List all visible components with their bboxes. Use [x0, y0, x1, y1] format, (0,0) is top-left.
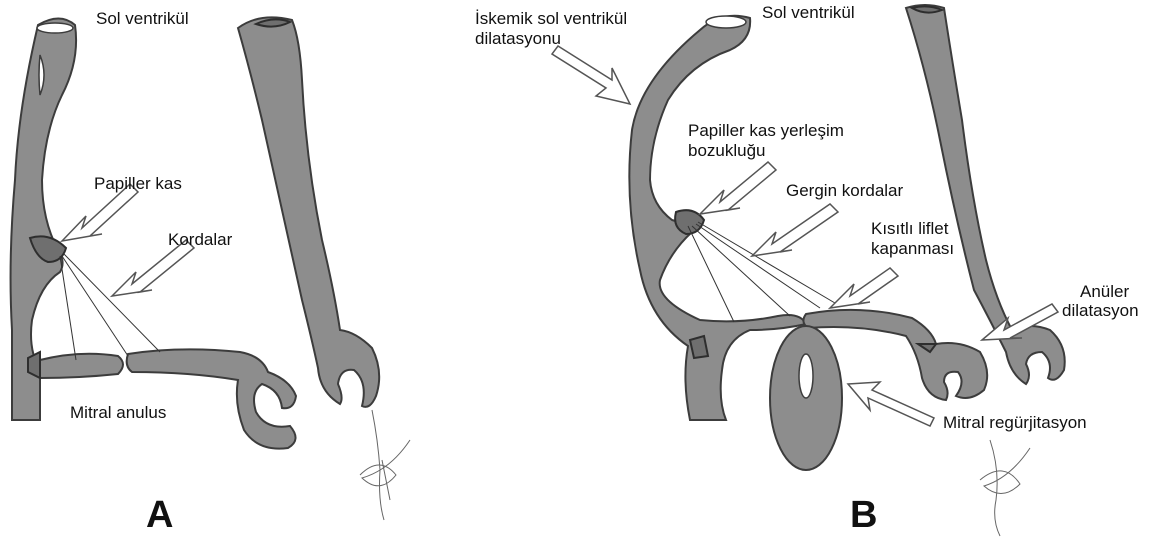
- panel-b-label-ischemic-1: İskemik sol ventrikül: [475, 9, 627, 28]
- panel-a: Sol ventrikül Papiller kas Kordalar Mitr…: [11, 9, 410, 536]
- panel-b-label-papillary-1: Papiller kas yerleşim: [688, 121, 844, 140]
- panel-a-signature: [360, 410, 410, 520]
- panel-a-label-mitral-annulus: Mitral anulus: [70, 403, 166, 422]
- panel-a-anterior-leaflet: [127, 349, 296, 448]
- panel-b-label-annular-2: dilatasyon: [1062, 301, 1139, 320]
- panel-b-leaflet-arrow: [830, 268, 898, 308]
- panel-b-label-restricted-2: kapanması: [871, 239, 954, 258]
- panel-a-posterior-leaflet: [40, 354, 123, 378]
- panel-a-aorta: [238, 17, 379, 407]
- panel-b-ischemic-arrow: [552, 46, 630, 104]
- panel-b-chordae-arrow: [752, 204, 838, 256]
- panel-a-letter: A: [146, 494, 173, 536]
- panel-a-label-left-ventricle: Sol ventrikül: [96, 9, 189, 28]
- panel-a-label-chordae: Kordalar: [168, 230, 233, 249]
- panel-b-label-annular-1: Anüler: [1080, 282, 1129, 301]
- panel-b-label-restricted-1: Kısıtlı liflet: [871, 219, 949, 238]
- panel-b-letter: B: [850, 494, 877, 536]
- panel-b: İskemik sol ventrikül dilatasyonu Sol ve…: [475, 3, 1139, 536]
- panel-b-label-tense-chordae: Gergin kordalar: [786, 181, 904, 200]
- panel-a-label-papillary-muscle: Papiller kas: [94, 174, 182, 193]
- panel-b-papillary-arrow: [700, 162, 776, 214]
- panel-a-chordae: [60, 254, 160, 360]
- panel-b-label-regurgitation: Mitral regürjitasyon: [943, 413, 1087, 432]
- panel-b-signature: [980, 440, 1030, 536]
- panel-b-label-left-ventricle: Sol ventrikül: [762, 3, 855, 22]
- panel-b-regurgitation-arrow: [848, 382, 934, 426]
- panel-b-aorta: [906, 5, 1065, 384]
- panel-b-label-ischemic-2: dilatasyonu: [475, 29, 561, 48]
- panel-b-chordae: [688, 222, 840, 322]
- panel-b-label-papillary-2: bozukluğu: [688, 141, 766, 160]
